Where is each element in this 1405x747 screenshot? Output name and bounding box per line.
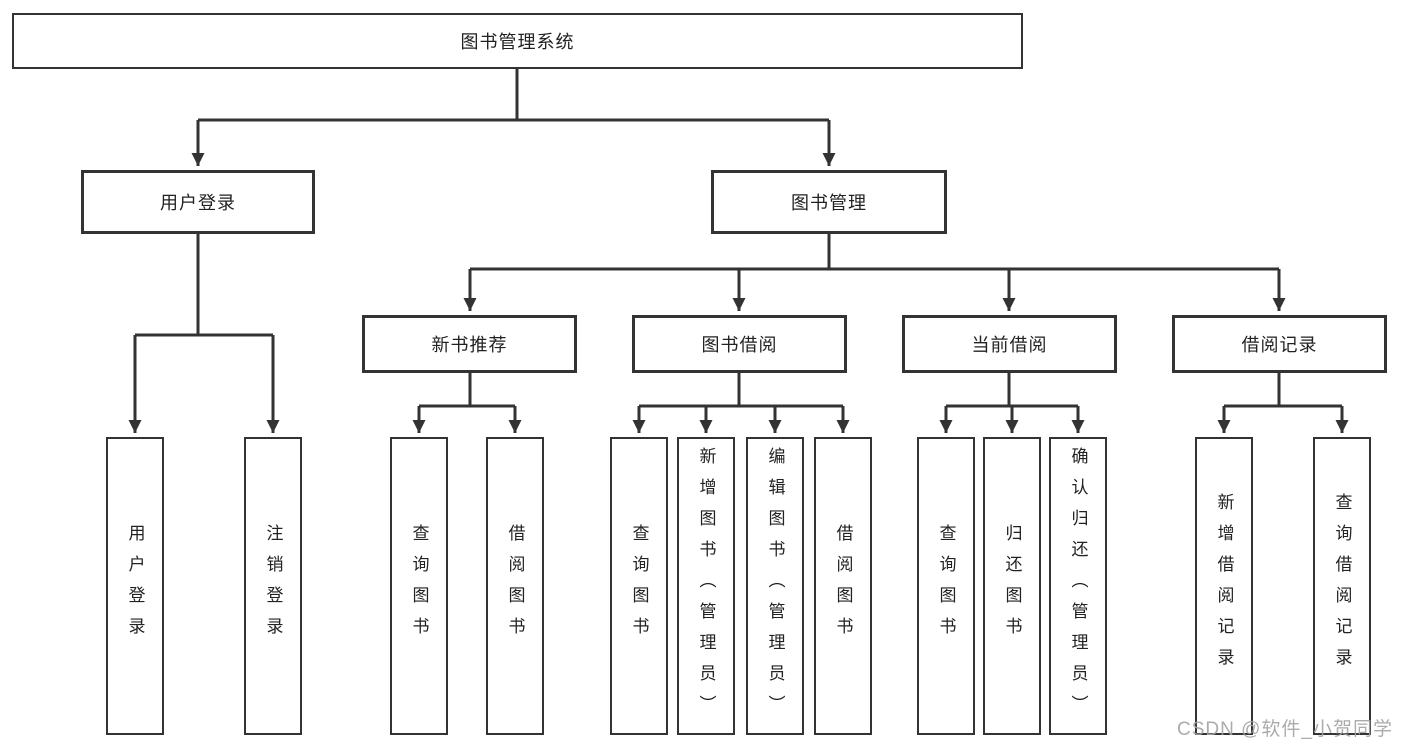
connector-new-book-branch	[412, 373, 522, 433]
leaf-confirm-return-admin-label: 确认归还（管理员）	[1068, 446, 1088, 726]
node-borrow-record: 借阅记录	[1172, 315, 1387, 373]
node-root-label: 图书管理系统	[460, 32, 575, 52]
leaf-user-login-label: 用户登录	[125, 524, 145, 648]
node-new-book-recommend: 新书推荐	[362, 315, 577, 373]
node-current-borrow-label: 当前借阅	[971, 335, 1048, 355]
leaf-query-books-borrow: 查询图书	[610, 437, 668, 735]
leaf-return-books: 归还图书	[983, 437, 1041, 735]
leaf-query-books-borrow-label: 查询图书	[629, 524, 649, 648]
connector-root-to-level2	[191, 69, 836, 166]
leaf-query-borrow-record: 查询借阅记录	[1313, 437, 1371, 735]
leaf-edit-books-admin: 编辑图书（管理员）	[746, 437, 804, 735]
leaf-query-books-recommend: 查询图书	[390, 437, 448, 735]
connector-book-borrow-branch	[632, 373, 850, 433]
leaf-logout: 注销登录	[244, 437, 302, 735]
leaf-add-borrow-record: 新增借阅记录	[1195, 437, 1253, 735]
leaf-logout-label: 注销登录	[263, 524, 283, 648]
node-borrow-record-label: 借阅记录	[1241, 335, 1318, 355]
node-book-management-label: 图书管理	[791, 193, 867, 213]
leaf-query-books-current-label: 查询图书	[936, 524, 956, 648]
node-book-borrow: 图书借阅	[632, 315, 847, 373]
node-new-book-recommend-label: 新书推荐	[431, 335, 508, 355]
leaf-borrow-books-recommend-label: 借阅图书	[505, 524, 525, 648]
node-book-borrow-label: 图书借阅	[701, 335, 778, 355]
leaf-edit-books-admin-label: 编辑图书（管理员）	[765, 446, 785, 726]
connector-user-login-branch	[128, 234, 280, 433]
node-current-borrow: 当前借阅	[902, 315, 1117, 373]
node-book-management: 图书管理	[711, 170, 947, 234]
leaf-query-borrow-record-label: 查询借阅记录	[1332, 493, 1352, 679]
connector-current-borrow-branch	[939, 373, 1085, 433]
leaf-add-borrow-record-label: 新增借阅记录	[1214, 493, 1234, 679]
leaf-borrow-books: 借阅图书	[814, 437, 872, 735]
connector-book-mgmt-branch	[463, 234, 1286, 311]
leaf-add-books-admin: 新增图书（管理员）	[677, 437, 735, 735]
leaf-add-books-admin-label: 新增图书（管理员）	[696, 446, 716, 726]
leaf-confirm-return-admin: 确认归还（管理员）	[1049, 437, 1107, 735]
connector-borrow-record-branch	[1217, 373, 1349, 433]
leaf-query-books-recommend-label: 查询图书	[409, 524, 429, 648]
leaf-user-login: 用户登录	[106, 437, 164, 735]
node-root-system: 图书管理系统	[12, 13, 1023, 69]
node-user-login: 用户登录	[81, 170, 315, 234]
leaf-return-books-label: 归还图书	[1002, 524, 1022, 648]
node-user-login-label: 用户登录	[160, 193, 236, 213]
leaf-borrow-books-recommend: 借阅图书	[486, 437, 544, 735]
leaf-borrow-books-label: 借阅图书	[833, 524, 853, 648]
leaf-query-books-current: 查询图书	[917, 437, 975, 735]
